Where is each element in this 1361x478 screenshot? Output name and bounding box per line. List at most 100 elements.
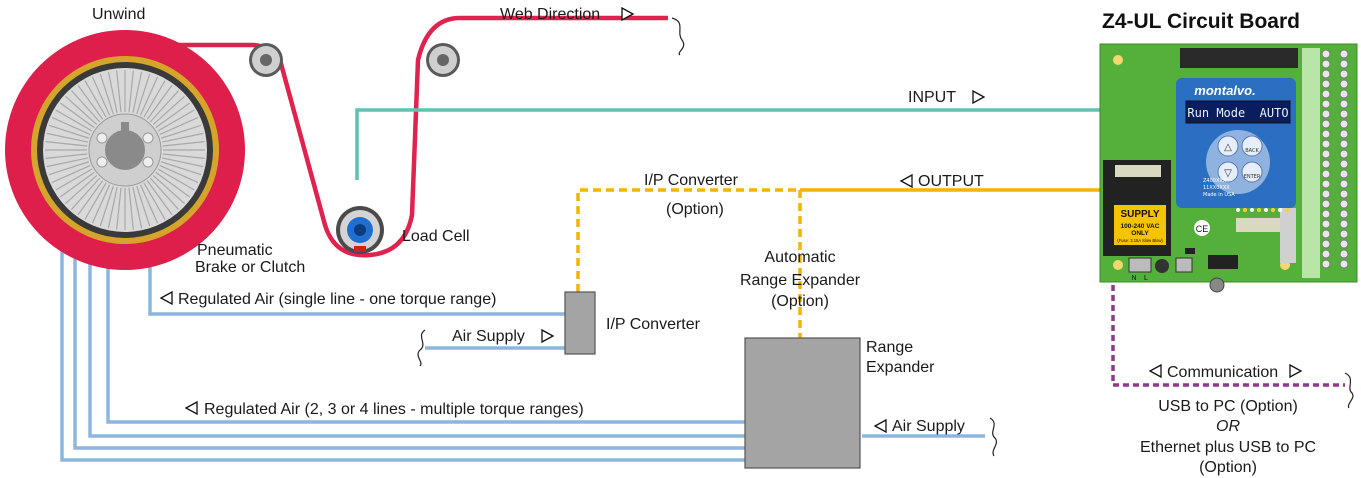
svg-text:Web Direction: Web Direction [500, 6, 600, 23]
svg-text:▽: ▽ [1224, 168, 1232, 179]
terminal-screw [1339, 199, 1349, 209]
brake-fin [51, 116, 91, 136]
terminal-screw [1321, 99, 1331, 109]
arrow-left-icon [1148, 363, 1162, 379]
are-label-line3: (Option) [771, 293, 829, 310]
brake-fin [46, 132, 88, 143]
brake-fin [91, 76, 111, 116]
output-label: OUTPUT [899, 173, 984, 190]
status-led [1257, 208, 1261, 212]
terminal-screw [1339, 109, 1349, 119]
brake-fin [143, 80, 166, 118]
enter-button[interactable] [1241, 161, 1263, 183]
power-terminal [1128, 257, 1152, 273]
brake-fin [55, 109, 93, 132]
terminal-screw [1339, 59, 1349, 69]
brake-fin [51, 164, 91, 184]
svg-text:N: N [1131, 275, 1136, 282]
terminal-strip-light [1302, 48, 1320, 278]
brake-label-line2: Brake or Clutch [195, 259, 305, 276]
brake-fin [91, 184, 111, 224]
svg-text:ENTER: ENTER [1244, 174, 1261, 180]
brake-fin [48, 124, 90, 139]
back-button[interactable] [1241, 135, 1263, 157]
terminal-screw [1339, 69, 1349, 79]
range-expander-label-2: Expander [866, 359, 935, 376]
status-led [1278, 208, 1282, 212]
brake-fin [143, 182, 166, 220]
terminal-screw [1321, 189, 1331, 199]
brake-fin [149, 177, 179, 210]
brake-fin [128, 187, 134, 230]
terminal-screw [1321, 49, 1331, 59]
brake-fin [162, 157, 204, 168]
load-cell-label: Load Cell [402, 228, 470, 245]
terminal-screw [1321, 229, 1331, 239]
arrow-left-icon [159, 290, 173, 306]
terminal-screw [1339, 259, 1349, 269]
svg-text:CE: CE [1196, 224, 1209, 234]
arrow-right-icon [1289, 363, 1303, 379]
brake-fin [132, 187, 143, 229]
air-supply-right-break [989, 417, 997, 457]
terminal-screw [1339, 139, 1349, 149]
ethernet-option-label: (Option) [1199, 459, 1257, 476]
brake-fin [45, 153, 88, 159]
terminal-screw [1339, 119, 1349, 129]
comm-connector [1209, 277, 1225, 293]
brake-fin [107, 71, 118, 113]
unwind-label: Unwind [92, 6, 145, 23]
terminal-screw [1321, 239, 1331, 249]
range-expander-label-1: Range [866, 339, 913, 356]
terminal-screw [1321, 159, 1331, 169]
air-supply-left-label: Air Supply [452, 328, 555, 345]
terminal-screw [1321, 219, 1331, 229]
svg-text:Air Supply: Air Supply [452, 328, 525, 345]
input-label: INPUT [908, 89, 986, 106]
brake-fin [162, 153, 205, 159]
brake-fin [157, 109, 195, 132]
brake-fin [139, 184, 159, 224]
terminal-screw [1321, 119, 1331, 129]
output-dashed-line [576, 188, 802, 338]
ip-converter-top-label: I/P Converter [644, 172, 739, 189]
brake-fin [159, 116, 199, 136]
status-led [1243, 208, 1247, 212]
brake-fin [107, 187, 118, 229]
ip-converter-box [564, 291, 596, 355]
regulated-air-multi-lines [60, 215, 745, 462]
svg-text:Regulated Air (single line - o: Regulated Air (single line - one torque … [178, 291, 496, 308]
brake-fin [116, 187, 122, 230]
board-title: Z4-UL Circuit Board [1102, 10, 1300, 33]
brand-text: montalvo. [1194, 83, 1255, 98]
brake-fin [46, 157, 88, 168]
input-line [355, 108, 1100, 180]
ce-mark [1194, 220, 1210, 236]
terminal-screw [1321, 209, 1331, 219]
range-expander-box [744, 337, 861, 469]
terminal-screw [1339, 219, 1349, 229]
down-button[interactable] [1217, 161, 1239, 183]
idler-roller-1 [249, 43, 283, 77]
brake-fin [48, 161, 90, 176]
svg-text:Made in USA: Made in USA [1203, 192, 1235, 198]
brake-fin [132, 71, 143, 113]
usb-label: USB to PC (Option) [1158, 398, 1298, 415]
terminal-screw [1339, 209, 1349, 219]
up-button[interactable] [1217, 135, 1239, 157]
brake-fin [128, 70, 134, 113]
svg-text:△: △ [1224, 142, 1232, 153]
regulated-air-single-label: Regulated Air (single line - one torque … [159, 290, 496, 308]
arrow-left-icon [184, 400, 198, 416]
are-label-line2: Range Expander [740, 272, 861, 289]
brake-label-line1: Pneumatic [197, 242, 273, 259]
ip-converter-label: I/P Converter [606, 316, 701, 333]
comm-break-mark [1344, 372, 1354, 409]
terminal-screw [1321, 149, 1331, 159]
brake-fin [99, 185, 114, 227]
lcd-screen [1185, 100, 1291, 124]
svg-text:INPUT: INPUT [908, 89, 956, 106]
terminal-screw [1321, 89, 1331, 99]
svg-text:Z400XXX: Z400XXX [1203, 178, 1227, 184]
brake-fin [55, 168, 93, 191]
